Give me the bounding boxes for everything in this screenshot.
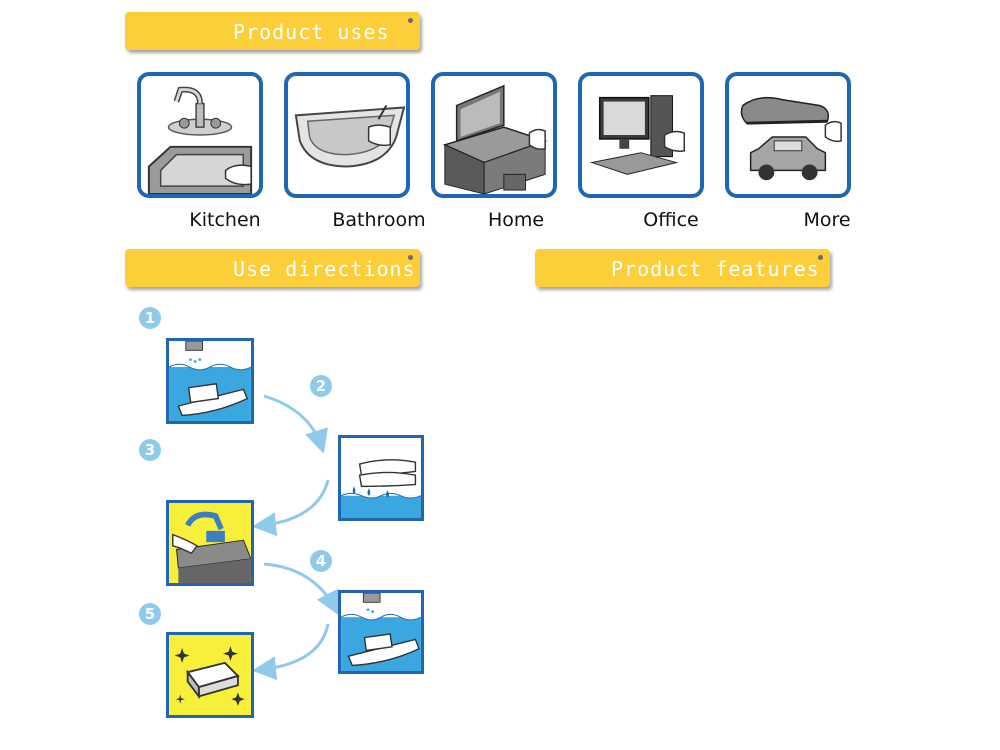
step-4-panel — [338, 590, 424, 674]
bathtub-icon — [294, 105, 406, 168]
rinse-sponge-icon — [341, 593, 421, 671]
product-features-title: Product features — [611, 257, 820, 281]
step-3-panel — [166, 500, 254, 586]
arrow-1-2 — [263, 394, 329, 454]
scrub-surface-icon — [169, 503, 251, 583]
product-uses-banner: Product uses — [125, 12, 420, 50]
squeeze-sponge-icon — [341, 438, 421, 518]
step-5-panel — [166, 632, 254, 718]
more-tile — [725, 72, 851, 198]
product-features-banner: Product features — [535, 249, 830, 287]
clean-sponge-icon — [169, 635, 251, 715]
step-number-1: 1 — [139, 307, 161, 329]
shoe-car-icon — [740, 96, 842, 181]
product-uses-title: Product uses — [233, 20, 390, 44]
office-tile — [578, 72, 704, 198]
use-label-office: Office — [643, 209, 699, 231]
wet-sponge-icon — [169, 341, 251, 421]
step-number-2: 2 — [310, 375, 332, 397]
desk-icon — [442, 84, 548, 194]
kitchen-tile — [137, 72, 263, 198]
step-2-panel — [338, 435, 424, 521]
use-label-kitchen: Kitchen — [189, 209, 261, 231]
step-number-3: 3 — [139, 439, 161, 461]
banner-dot-icon — [818, 255, 823, 260]
banner-dot-icon — [408, 18, 413, 23]
computer-icon — [589, 95, 686, 175]
home-tile — [431, 72, 557, 198]
use-label-more: More — [803, 209, 851, 231]
bathroom-tile — [284, 72, 410, 198]
use-label-bathroom: Bathroom — [332, 209, 426, 231]
use-label-home: Home — [487, 209, 545, 231]
use-directions-title: Use directions — [233, 257, 416, 281]
kitchen-sink-icon — [147, 86, 253, 194]
step-number-5: 5 — [139, 603, 161, 625]
arrow-2-3 — [252, 479, 330, 537]
step-1-panel — [166, 338, 254, 424]
banner-dot-icon — [408, 255, 413, 260]
arrow-3-4 — [263, 562, 339, 616]
step-number-4: 4 — [310, 550, 332, 572]
use-directions-banner: Use directions — [125, 249, 420, 287]
arrow-4-5 — [252, 623, 330, 681]
